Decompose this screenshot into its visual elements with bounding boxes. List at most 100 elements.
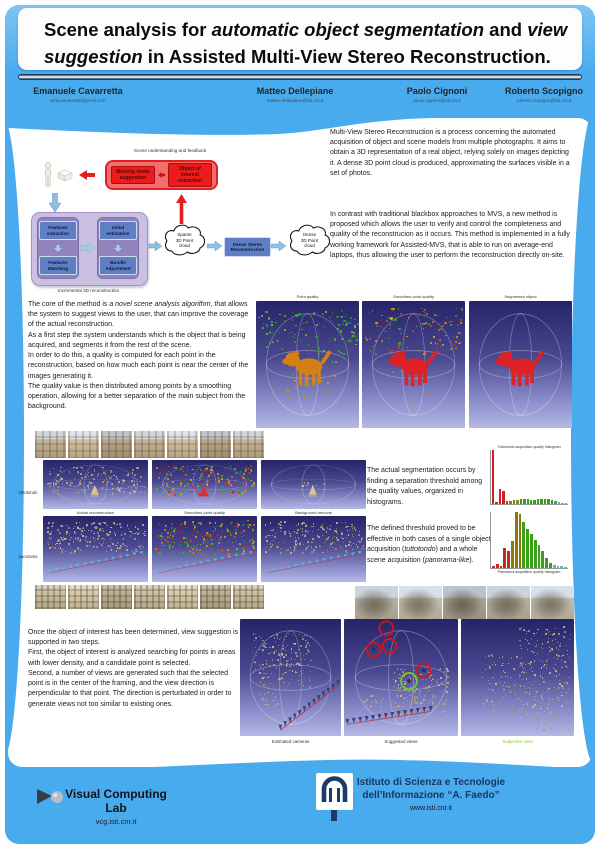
features-matching-box: Features Matching xyxy=(39,256,77,275)
label-tuttotondo: tuttotondo xyxy=(18,490,38,495)
intro-paragraph-1: Multi-View Stereo Reconstruction is a pr… xyxy=(330,129,570,177)
red-up-arrow xyxy=(176,194,187,224)
pointcloud-image-background-removal xyxy=(261,460,366,509)
author-4: Roberto Scopigno roberto.scopigno@isti.c… xyxy=(484,86,595,103)
author-email: roberto.scopigno@isti.cnr.it xyxy=(516,98,572,103)
estimation-group: Initial estimation Bundle Adjustment xyxy=(97,217,139,279)
cloud-shape xyxy=(164,224,206,256)
photo-thumbnail xyxy=(487,586,530,619)
vcg-lab-name: Visual Computing Lab xyxy=(65,787,167,815)
photo-thumbnail xyxy=(167,585,198,609)
blue-right-arrow xyxy=(80,243,95,253)
segmentation-paragraph-1: The actual segmentation occurs by findin… xyxy=(367,467,483,506)
photo-thumbnail xyxy=(355,586,398,619)
photo-strip-tuttotondo xyxy=(35,431,266,458)
blue-right-arrow xyxy=(271,241,286,251)
photo-thumbnail xyxy=(167,431,198,458)
label-panorama: panorama xyxy=(18,554,38,559)
bundle-adjustment-box: Bundle Adjustment xyxy=(99,256,137,275)
author-name: Roberto Scopigno xyxy=(505,86,583,96)
bottom-wave xyxy=(8,759,592,776)
red-left-arrow xyxy=(79,170,95,180)
photo-thumbnail xyxy=(233,431,264,458)
small-object-shape xyxy=(88,484,102,502)
pointcloud-image-panorama-smoothed xyxy=(152,516,257,582)
photo-strip-statue xyxy=(355,586,575,619)
caption-suggested-views: Suggested views xyxy=(384,739,418,744)
pointcloud-image-tt-smoothed xyxy=(152,460,257,509)
segmented-dog-shape xyxy=(275,344,337,394)
mini-down-arrow xyxy=(114,244,122,252)
caption-background-removal: Background removal xyxy=(295,510,332,515)
isti-logo-stem xyxy=(331,810,337,821)
vcg-logo-icon xyxy=(37,789,63,804)
view-suggestion-paragraph: Once the object of interest has been det… xyxy=(28,629,239,708)
author-name: Emanuele Cavarretta xyxy=(33,86,123,96)
blue-right-arrow xyxy=(207,241,222,251)
cloud-shape xyxy=(289,224,331,256)
sparse-cloud-label: Sparse 3D Point cloud xyxy=(175,232,194,249)
caption-smoothed-quality: Smoothed point quality xyxy=(393,294,434,299)
isti-logo-icon xyxy=(321,776,348,802)
caption-actual-reconstruction: Actual reconstruction xyxy=(76,510,115,515)
vcg-lab-url: vcg.isti.cnr.it xyxy=(95,817,137,826)
segmentation-paragraph-2: The defined threshold proved to be effec… xyxy=(367,525,491,564)
segmented-dog-shape xyxy=(488,344,550,394)
author-email: matteo.dellepiane@isti.cnr.it xyxy=(266,98,324,103)
pointcloud-image-estimated-cameras xyxy=(240,619,341,736)
intro-paragraph-2: In contrast with traditional blackbox ap… xyxy=(330,211,570,259)
small-left-arrow xyxy=(158,172,165,178)
overlay-annotations xyxy=(278,680,340,731)
person-figurine-icon xyxy=(44,162,52,188)
small-object-shape xyxy=(306,484,320,502)
caption-tt-smoothed: Smoothed point quality xyxy=(184,510,225,515)
sparse-cloud-node: Sparse 3D Point cloud xyxy=(163,223,206,258)
isti-url: www.isti.cnr.it xyxy=(409,805,452,812)
missing-views-box: Missing views suggestion xyxy=(111,166,155,184)
histogram-tuttotondo-title: Tuttotondo acquisition quality histogram xyxy=(497,445,561,449)
flowchart-feedback-label: Scene understanding and feedback xyxy=(133,148,207,153)
photo-thumbnail xyxy=(200,431,231,458)
photo-thumbnail xyxy=(134,431,165,458)
object-extraction-box: Object of interest extraction xyxy=(168,163,212,187)
histogram-panorama-title: Panorama acquisition quality histogram xyxy=(497,570,561,574)
photo-thumbnail xyxy=(134,585,165,609)
photo-thumbnail xyxy=(101,431,132,458)
caption-subjective-view: Subjective view xyxy=(502,739,533,744)
histogram-tuttotondo-plot xyxy=(490,450,568,505)
photo-thumbnail xyxy=(101,585,132,609)
pointcloud-image-subjective-view xyxy=(461,619,574,736)
overlay-annotations xyxy=(47,551,144,573)
photo-thumbnail xyxy=(68,431,99,458)
small-object-shape xyxy=(197,484,211,502)
overlay-annotations xyxy=(345,620,433,725)
title-box: Scene analysis for automatic object segm… xyxy=(18,8,582,70)
overlay-annotations xyxy=(265,551,362,573)
blue-right-arrow xyxy=(147,241,162,251)
pointcloud-image-suggested-views xyxy=(344,619,458,736)
histogram-panorama: Panorama acquisition quality histogram xyxy=(490,512,568,575)
poster-background: Scene analysis for automatic object segm… xyxy=(5,5,595,844)
pointcloud-image-point-quality xyxy=(256,301,359,428)
photo-thumbnail xyxy=(443,586,486,619)
dense-stereo-box: Dense Stereo Reconstruction xyxy=(224,237,271,257)
pointcloud-image-actual-reconstruction xyxy=(43,460,148,509)
isti-logo-box xyxy=(316,773,353,810)
poster-title: Scene analysis for automatic object segm… xyxy=(44,19,568,67)
isti-name-line1: Istituto di Scienza e Tecnologie xyxy=(356,777,506,788)
method-paragraph: The core of the method is a novel scene … xyxy=(28,301,249,411)
photo-thumbnail xyxy=(200,585,231,609)
author-1: Emanuele Cavarretta ema.cavarretta@gmail… xyxy=(13,86,143,103)
pointcloud-image-segmented-object xyxy=(469,301,572,428)
overlay-annotations xyxy=(156,551,253,573)
pointcloud-image-panorama-actual xyxy=(43,516,148,582)
author-name: Matteo Dellepiane xyxy=(256,86,334,96)
photo-strip-panorama xyxy=(35,585,266,609)
feedback-group-box: Missing views suggestion Object of inter… xyxy=(105,160,218,190)
histogram-tuttotondo: Tuttotondo acquisition quality histogram xyxy=(490,444,568,505)
initial-estimation-box: Initial estimation xyxy=(99,221,137,240)
photo-thumbnail xyxy=(531,586,574,619)
author-email: ema.cavarretta@gmail.com xyxy=(50,98,106,103)
dense-cloud-label: Dense 3D Point cloud xyxy=(300,232,319,249)
